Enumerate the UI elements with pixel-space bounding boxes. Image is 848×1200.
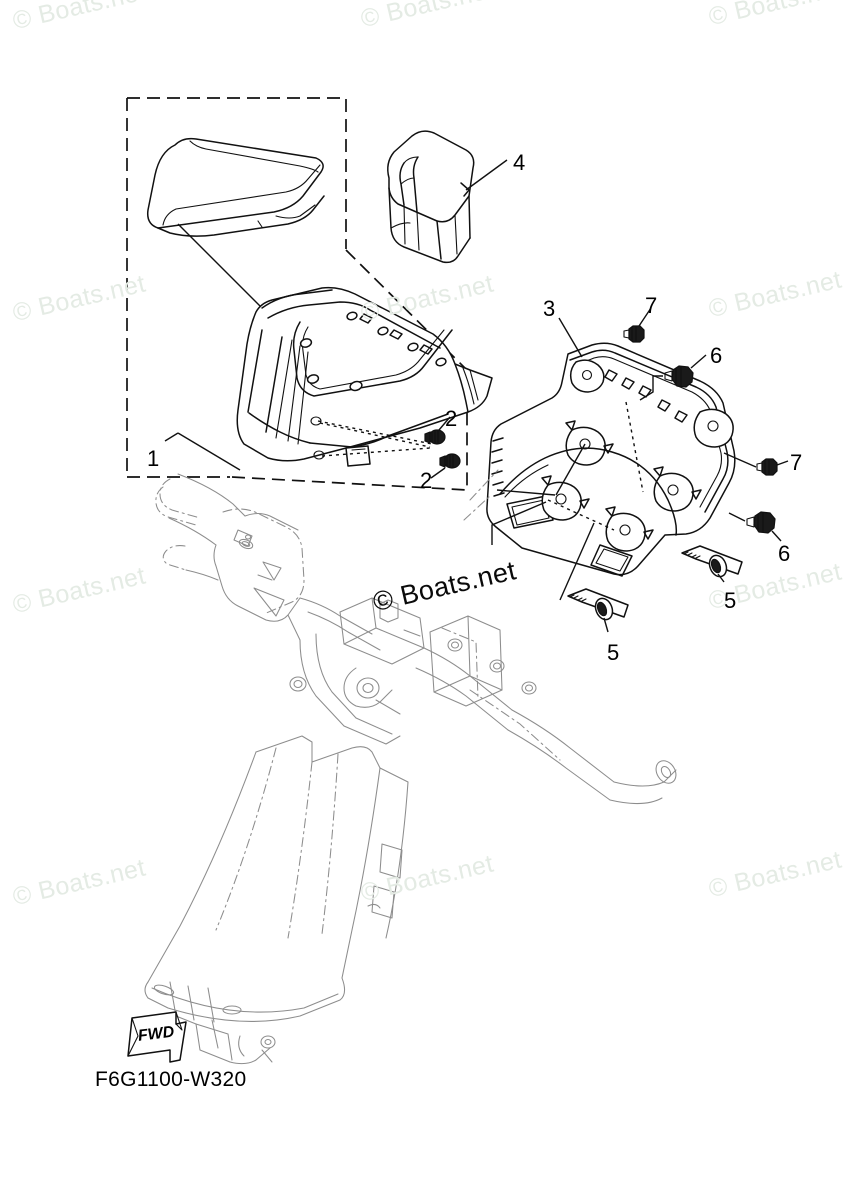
- mount-boss-5: [693, 408, 734, 448]
- nut-lower: [728, 511, 782, 542]
- diagram-code-label: F6G1100-W320: [95, 1068, 247, 1091]
- grommet-lower: [430, 453, 461, 479]
- callout-6a: 6: [710, 343, 723, 368]
- callout-4: 4: [513, 150, 526, 175]
- handlebar-cover-panel: [146, 137, 325, 312]
- grommet-upper: [424, 416, 451, 445]
- callout-7b: 7: [790, 450, 803, 475]
- callout-3: 3: [543, 296, 556, 321]
- nut-upper: [639, 354, 707, 401]
- steering-column-phantom: [144, 735, 409, 1065]
- bracket-holder: [387, 130, 508, 264]
- fwd-arrow: [127, 1011, 187, 1063]
- callout-1-leader-2: [177, 432, 241, 471]
- handlebar-cover-lower: [486, 317, 736, 601]
- mount-boss-4: [605, 506, 654, 552]
- callout-5b: 5: [607, 640, 620, 665]
- screw-lower: [723, 452, 789, 476]
- callout-1-leader: [164, 432, 179, 442]
- cowling-body: [236, 286, 493, 467]
- fwd-arrow-label: FWD: [137, 1023, 176, 1045]
- cover-guide-phantom: [463, 469, 499, 521]
- mount-boss-1: [565, 420, 614, 466]
- mount-boss-2: [541, 475, 590, 521]
- steering-assembly-phantom: [155, 473, 677, 805]
- callout-6b: 6: [778, 541, 791, 566]
- bolt-left: [567, 588, 629, 633]
- callout-1: 1: [147, 446, 160, 471]
- callout-2a: 2: [445, 406, 458, 431]
- callout-2b: 2: [420, 468, 433, 493]
- rail-boss-a: [569, 359, 605, 393]
- callout-5a: 5: [724, 588, 737, 613]
- mount-boss-3: [653, 466, 702, 512]
- screw-upper: [623, 307, 652, 343]
- bolt-right: [681, 545, 743, 583]
- callout-7a: 7: [645, 293, 658, 318]
